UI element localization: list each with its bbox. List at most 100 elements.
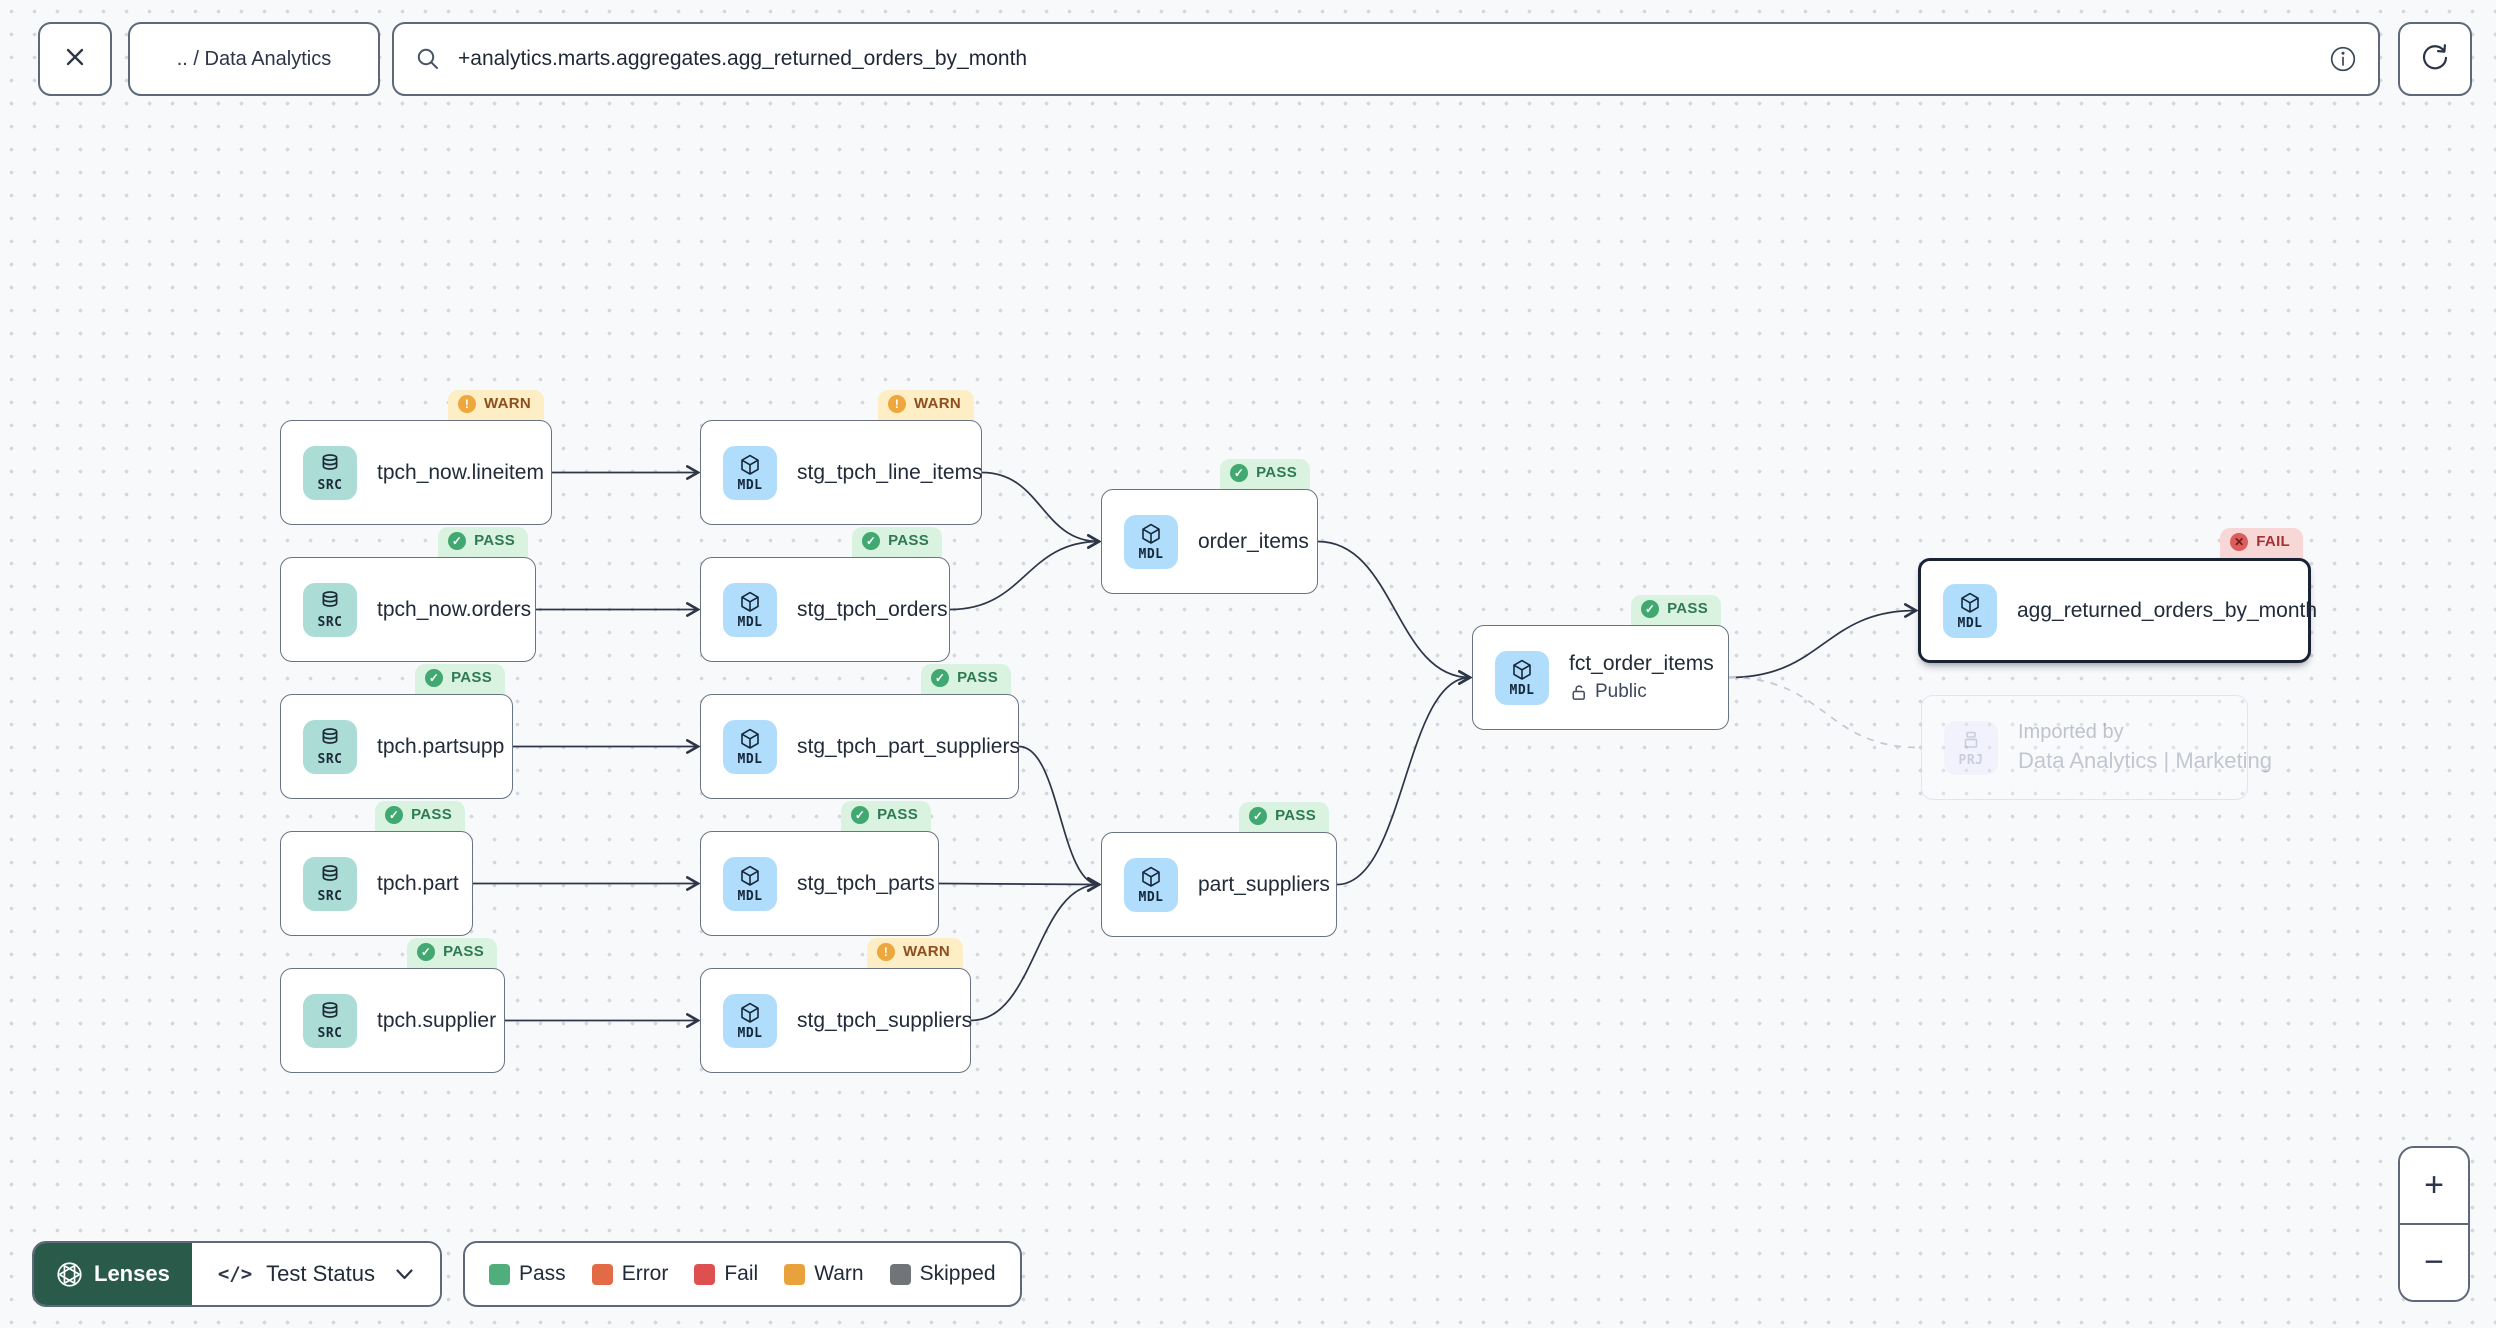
status-dot-icon: ✓ [851, 806, 870, 824]
node-type-tile: SRC [303, 856, 357, 911]
zoom-out-button[interactable]: − [2400, 1223, 2468, 1300]
node-src_orders[interactable]: ✓ PASS SRC tpch_now.orders [280, 527, 536, 662]
edge-stg_parts-to-part_suppliers [938, 877, 1102, 892]
node-type-label: MDL [1138, 546, 1164, 562]
status-dot-icon: ✓ [1249, 807, 1268, 825]
node-agg_returned_orders_by_month[interactable]: ✕ FAIL MDL agg_returned_orders_by_month [1918, 528, 2317, 663]
node-type-label: MDL [1509, 682, 1535, 698]
node-type-tile: MDL [723, 582, 777, 637]
node-stg_part_suppliers[interactable]: ✓ PASS MDL stg_tpch_part_suppliers [700, 664, 1020, 799]
node-card: MDL stg_tpch_suppliers [700, 968, 972, 1073]
node-type-tile: MDL [1124, 514, 1178, 569]
node-card: SRC tpch.supplier [280, 968, 505, 1073]
lock-open-icon [1569, 683, 1588, 702]
close-button[interactable] [38, 22, 112, 96]
cube-icon [738, 1001, 762, 1025]
node-stg_line_items[interactable]: ! WARN MDL stg_tpch_line_items [700, 390, 983, 525]
node-imported_by[interactable]: PRJ Imported by Data Analytics | Marketi… [1921, 695, 2272, 800]
node-card: MDL agg_returned_orders_by_month [1918, 558, 2317, 663]
edge-stg_line_items-to-order_items [981, 471, 1102, 549]
node-stg_parts[interactable]: ✓ PASS MDL stg_tpch_parts [700, 801, 939, 936]
legend-swatch [694, 1263, 716, 1285]
status-dot-icon: ! [876, 943, 895, 961]
edge-stg_suppliers-to-part_suppliers [970, 877, 1102, 1022]
node-text: stg_tpch_parts [797, 872, 935, 896]
legend-swatch [784, 1263, 806, 1285]
lens-selector-dropdown[interactable]: </> Test Status [191, 1243, 440, 1305]
test-status-legend: Pass Error Fail Warn Skipped [463, 1241, 1022, 1307]
node-src_lineitem[interactable]: ! WARN SRC tpch_now.lineitem [280, 390, 552, 525]
chevron-down-icon [395, 1268, 414, 1281]
status-label: FAIL [2256, 533, 2290, 550]
node-card: MDL order_items [1101, 489, 1318, 594]
node-type-label: SRC [317, 888, 343, 904]
status-label: PASS [411, 806, 452, 823]
status-label: PASS [1275, 807, 1316, 824]
status-dot-icon: ✓ [385, 806, 404, 824]
status-dot-icon: ✓ [425, 669, 444, 687]
node-text: stg_tpch_suppliers [797, 1009, 972, 1033]
lens-controls: Lenses </> Test Status [32, 1241, 442, 1307]
cube-icon [738, 727, 762, 751]
lenses-button[interactable]: Lenses [34, 1243, 192, 1305]
node-type-label: PRJ [1958, 752, 1984, 768]
legend-label: Skipped [919, 1262, 996, 1285]
node-text: fct_order_items Public [1569, 652, 1714, 703]
node-src_supplier[interactable]: ✓ PASS SRC tpch.supplier [280, 938, 505, 1073]
node-order_items[interactable]: ✓ PASS MDL order_items [1101, 459, 1318, 594]
node-part_suppliers[interactable]: ✓ PASS MDL part_suppliers [1101, 802, 1337, 937]
access-label: Public [1595, 681, 1647, 702]
node-label: fct_order_items [1569, 652, 1714, 675]
node-text: agg_returned_orders_by_month [2017, 599, 2317, 623]
breadcrumb-label: .. / Data Analytics [176, 47, 332, 70]
refresh-button[interactable] [2398, 22, 2472, 96]
database-icon [318, 1001, 342, 1025]
node-label: tpch_now.orders [377, 597, 532, 621]
code-icon: </> [217, 1263, 253, 1285]
node-card: MDL stg_tpch_part_suppliers [700, 694, 1020, 799]
node-type-tile: SRC [303, 719, 357, 774]
node-stg_orders[interactable]: ✓ PASS MDL stg_tpch_orders [700, 527, 950, 662]
zoom-in-button[interactable]: + [2400, 1148, 2468, 1223]
node-card: SRC tpch.partsupp [280, 694, 513, 799]
zoom-controls: + − [2398, 1146, 2470, 1302]
node-type-tile: MDL [723, 856, 777, 911]
node-type-tile: SRC [303, 582, 357, 637]
node-type-label: SRC [317, 751, 343, 767]
legend-swatch [889, 1263, 911, 1285]
node-card: MDL stg_tpch_parts [700, 831, 939, 936]
node-card: MDL fct_order_items Public [1472, 625, 1729, 730]
legend-item-skipped: Skipped [889, 1262, 996, 1286]
node-fct_order_items[interactable]: ✓ PASS MDL fct_order_items Public [1472, 595, 1729, 730]
node-type-tile: SRC [303, 445, 357, 500]
node-text: stg_tpch_orders [797, 598, 948, 622]
node-src_partsupp[interactable]: ✓ PASS SRC tpch.partsupp [280, 664, 513, 799]
info-icon[interactable] [2328, 44, 2358, 74]
breadcrumb[interactable]: .. / Data Analytics [128, 22, 380, 96]
node-type-tile: SRC [303, 993, 357, 1048]
node-text: tpch.supplier [377, 1009, 496, 1033]
status-dot-icon: ✓ [931, 669, 950, 687]
node-src_part[interactable]: ✓ PASS SRC tpch.part [280, 801, 473, 936]
edge-order_items-to-fct_order_items [1317, 540, 1473, 685]
status-label: PASS [451, 669, 492, 686]
node-text: stg_tpch_part_suppliers [797, 735, 1020, 759]
node-stg_suppliers[interactable]: ! WARN MDL stg_tpch_suppliers [700, 938, 972, 1073]
node-type-tile: PRJ [1944, 720, 1998, 775]
node-label: stg_tpch_suppliers [797, 1008, 973, 1032]
node-text: tpch_now.lineitem [377, 461, 544, 485]
status-label: WARN [483, 395, 531, 412]
node-card: MDL stg_tpch_orders [700, 557, 950, 662]
node-access: Public [1569, 681, 1714, 703]
node-text: tpch_now.orders [377, 598, 531, 622]
node-type-label: MDL [737, 477, 763, 493]
status-label: PASS [443, 943, 484, 960]
node-card: MDL stg_tpch_line_items [700, 420, 983, 525]
lens-selector-label: Test Status [266, 1261, 375, 1286]
status-label: PASS [1667, 600, 1708, 617]
node-type-tile: MDL [723, 719, 777, 774]
search-input[interactable] [456, 46, 2314, 72]
cube-icon [738, 864, 762, 888]
status-dot-icon: ✓ [417, 943, 436, 961]
node-card: MDL part_suppliers [1101, 832, 1337, 937]
